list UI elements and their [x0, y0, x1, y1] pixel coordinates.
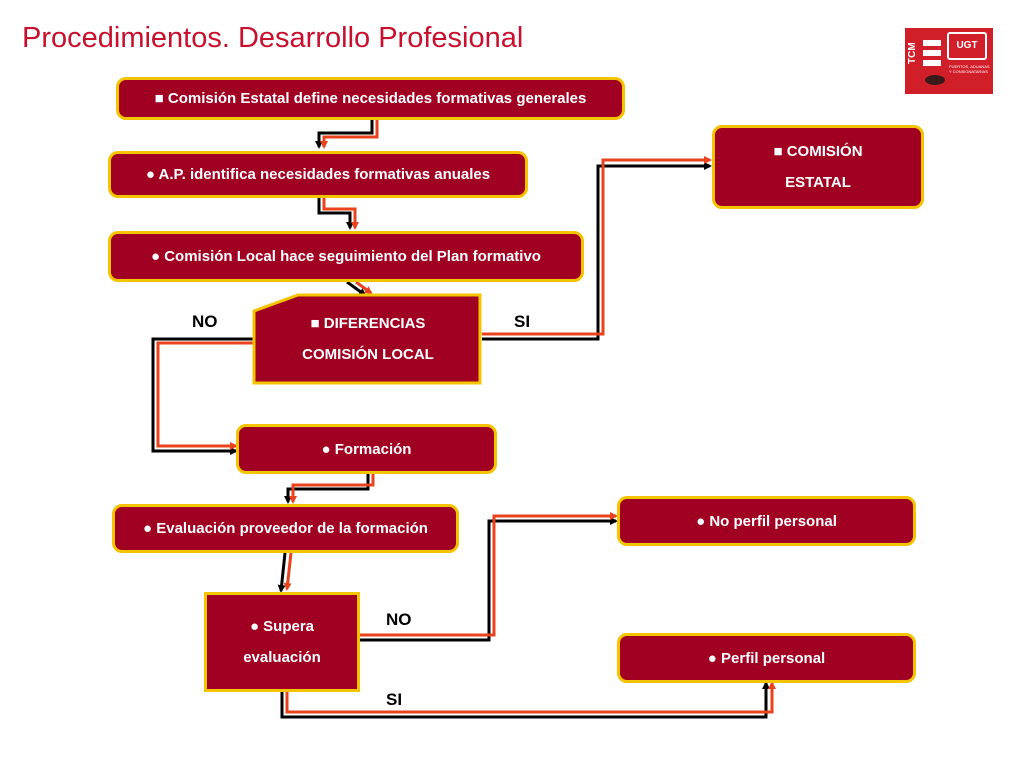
node-perfil-personal: ● Perfil personal	[617, 633, 916, 683]
connector-5-dark	[277, 552, 287, 593]
node-comision-estatal-define-text: ■ Comisión Estatal define necesidades fo…	[154, 90, 587, 107]
node-diferencias-shape	[252, 293, 482, 385]
connector-no2-dark	[358, 517, 618, 642]
connector-1-red	[320, 120, 379, 149]
connector-si2-red	[285, 681, 776, 714]
node-comision-estatal-line2: ESTATAL	[785, 174, 851, 191]
connector-si-red	[482, 156, 712, 336]
node-diferencias: ■ DIFERENCIAS COMISIÓN LOCAL	[252, 293, 484, 385]
node-supera-line2: evaluación	[243, 649, 321, 666]
node-formacion: ● Formación	[236, 424, 497, 474]
connector-si-dark	[482, 162, 712, 341]
logo-ugt-text: UGT	[947, 32, 987, 60]
node-evaluacion-proveedor: ● Evaluación proveedor de la formación	[112, 504, 459, 553]
connector-1-dark	[315, 120, 374, 149]
node-formacion-text: ● Formación	[321, 440, 412, 458]
connector-3-red	[355, 280, 373, 295]
tcm-ugt-logo: TCM UGT PUERTOS, ADUANAS Y CONSIGNATARIA…	[905, 28, 993, 94]
node-ap-identifica: ● A.P. identifica necesidades formativas…	[108, 151, 528, 198]
node-no-perfil-personal: ● No perfil personal	[617, 496, 916, 546]
node-no-perfil-text: ● No perfil personal	[696, 512, 837, 530]
node-comision-local-seguimiento: ● Comisión Local hace seguimiento del Pl…	[108, 231, 584, 282]
connector-no2-red	[358, 512, 618, 637]
connector-5-red	[283, 552, 293, 591]
node-supera-line1: ● Supera	[249, 618, 315, 635]
connector-no-red	[156, 341, 255, 450]
node-diferencias-line2: COMISIÓN LOCAL	[302, 346, 434, 363]
node-diferencias-line1: ■ DIFERENCIAS	[310, 315, 426, 332]
logo-subtitle: PUERTOS, ADUANAS Y CONSIGNATARIAS	[949, 64, 990, 74]
label-no-left: NO	[192, 312, 218, 331]
page-title: Procedimientos. Desarrollo Profesional	[22, 22, 524, 54]
node-perfil-text: ● Perfil personal	[707, 649, 826, 667]
node-comision-estatal: ■ COMISIÓN ESTATAL	[712, 125, 924, 209]
node-evaluacion-proveedor-text: ● Evaluación proveedor de la formación	[143, 520, 428, 537]
node-supera-evaluacion: ● Supera evaluación	[204, 592, 360, 692]
node-comision-estatal-line1: ■ COMISIÓN	[773, 143, 863, 160]
connector-no-dark	[151, 337, 255, 455]
connector-2-red	[322, 198, 359, 230]
logo-emblem-icon	[923, 40, 945, 85]
label-si-right: SI	[514, 312, 531, 331]
label-si-bottom: SI	[386, 690, 403, 709]
connector-4-dark	[284, 474, 370, 504]
connector-3-dark	[346, 280, 367, 297]
label-no-bottom: NO	[386, 610, 412, 629]
connector-2-dark	[317, 198, 354, 230]
connector-si2-dark	[280, 681, 770, 719]
node-comision-local-seguimiento-text: ● Comisión Local hace seguimiento del Pl…	[151, 248, 541, 265]
connector-4-red	[289, 474, 375, 504]
node-comision-estatal-define: ■ Comisión Estatal define necesidades fo…	[116, 77, 625, 120]
node-ap-identifica-text: ● A.P. identifica necesidades formativas…	[145, 166, 491, 183]
